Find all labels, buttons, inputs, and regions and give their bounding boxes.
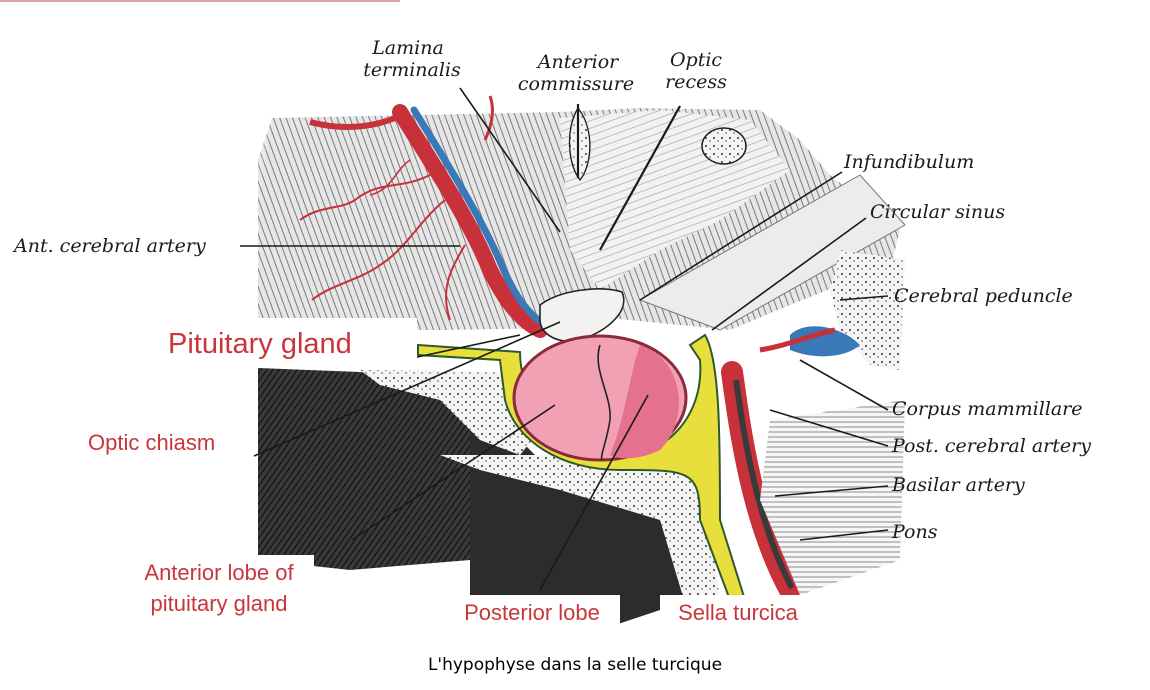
label-box-sella-turcica — [660, 595, 816, 631]
leader-line — [799, 529, 889, 541]
artery-branch — [483, 95, 494, 141]
label-anterior-lobe-line1: Anterior lobe of — [144, 560, 294, 585]
leader-line — [459, 87, 561, 233]
label-cerebral-peduncle: Cerebral peduncle — [894, 285, 1073, 307]
artery-branch — [299, 174, 431, 221]
label-optic-recess-line2: recess — [665, 71, 727, 93]
label-anterior-lobe-line2: pituitary gland — [151, 591, 288, 616]
basilar-artery-inner — [733, 379, 795, 590]
label-pituitary-gland: Pituitary gland — [168, 328, 352, 360]
label-ant-cerebral-artery: Ant. cerebral artery — [12, 235, 206, 257]
skull-base-dark — [258, 368, 470, 570]
leader-line — [539, 394, 649, 591]
label-pons: Pons — [891, 521, 938, 543]
label-box-optic-chiasm — [82, 424, 250, 460]
corpus-mammillare-shape — [790, 326, 860, 357]
ant-cerebral-artery-vessel — [392, 104, 548, 338]
figure-caption: L'hypophyse dans la selle turcique — [427, 655, 723, 675]
artery-branch — [444, 244, 466, 321]
artery-branch — [311, 199, 446, 301]
optic-chiasm-shape — [539, 288, 625, 342]
leader-line — [799, 359, 889, 411]
label-infundibulum: Infundibulum — [843, 151, 974, 173]
label-basilar-artery: Basilar artery — [891, 474, 1025, 496]
optic-tract-band — [638, 174, 906, 331]
label-lamina-terminalis-line2: terminalis — [363, 59, 461, 81]
label-optic-chiasm: Optic chiasm — [88, 430, 215, 455]
label-sella-turcica: Sella turcica — [678, 600, 799, 625]
oval-structure — [701, 127, 747, 165]
bone-dotted — [440, 455, 720, 620]
leader-lines — [240, 87, 889, 591]
leader-line — [639, 171, 843, 301]
leader-line — [774, 485, 889, 497]
label-posterior-lobe: Posterior lobe — [464, 600, 600, 625]
label-corpus-mammillare: Corpus mammillare — [892, 398, 1083, 420]
leader-line — [711, 217, 867, 331]
artery-branch — [369, 159, 411, 196]
arrow-line — [599, 105, 681, 251]
label-anterior-commissure-line1: Anterior — [536, 51, 620, 73]
leader-line — [769, 409, 889, 447]
label-box-anterior-lobe — [124, 555, 314, 621]
label-anterior-commissure-line2: commissure — [518, 73, 634, 95]
bone-dotted — [360, 370, 540, 455]
label-optic-recess-line1: Optic — [670, 49, 722, 71]
anterior-commissure-shape — [568, 106, 591, 182]
top-rule — [0, 0, 400, 2]
label-box-posterior-lobe — [444, 595, 620, 631]
leader-line — [839, 295, 889, 301]
label-post-cerebral-artery: Post. cerebral artery — [891, 435, 1091, 457]
label-circular-sinus: Circular sinus — [870, 201, 1005, 223]
post-cerebral-artery-vessel — [759, 327, 836, 353]
leader-line — [351, 404, 556, 541]
lobe-division — [597, 344, 611, 461]
pons-shape — [760, 400, 905, 595]
artery-branch — [309, 115, 397, 130]
label-lamina-terminalis-line1: Lamina — [371, 37, 444, 59]
label-box-pituitary — [155, 318, 417, 368]
leader-line — [253, 321, 561, 457]
vein-vessel — [410, 106, 549, 329]
